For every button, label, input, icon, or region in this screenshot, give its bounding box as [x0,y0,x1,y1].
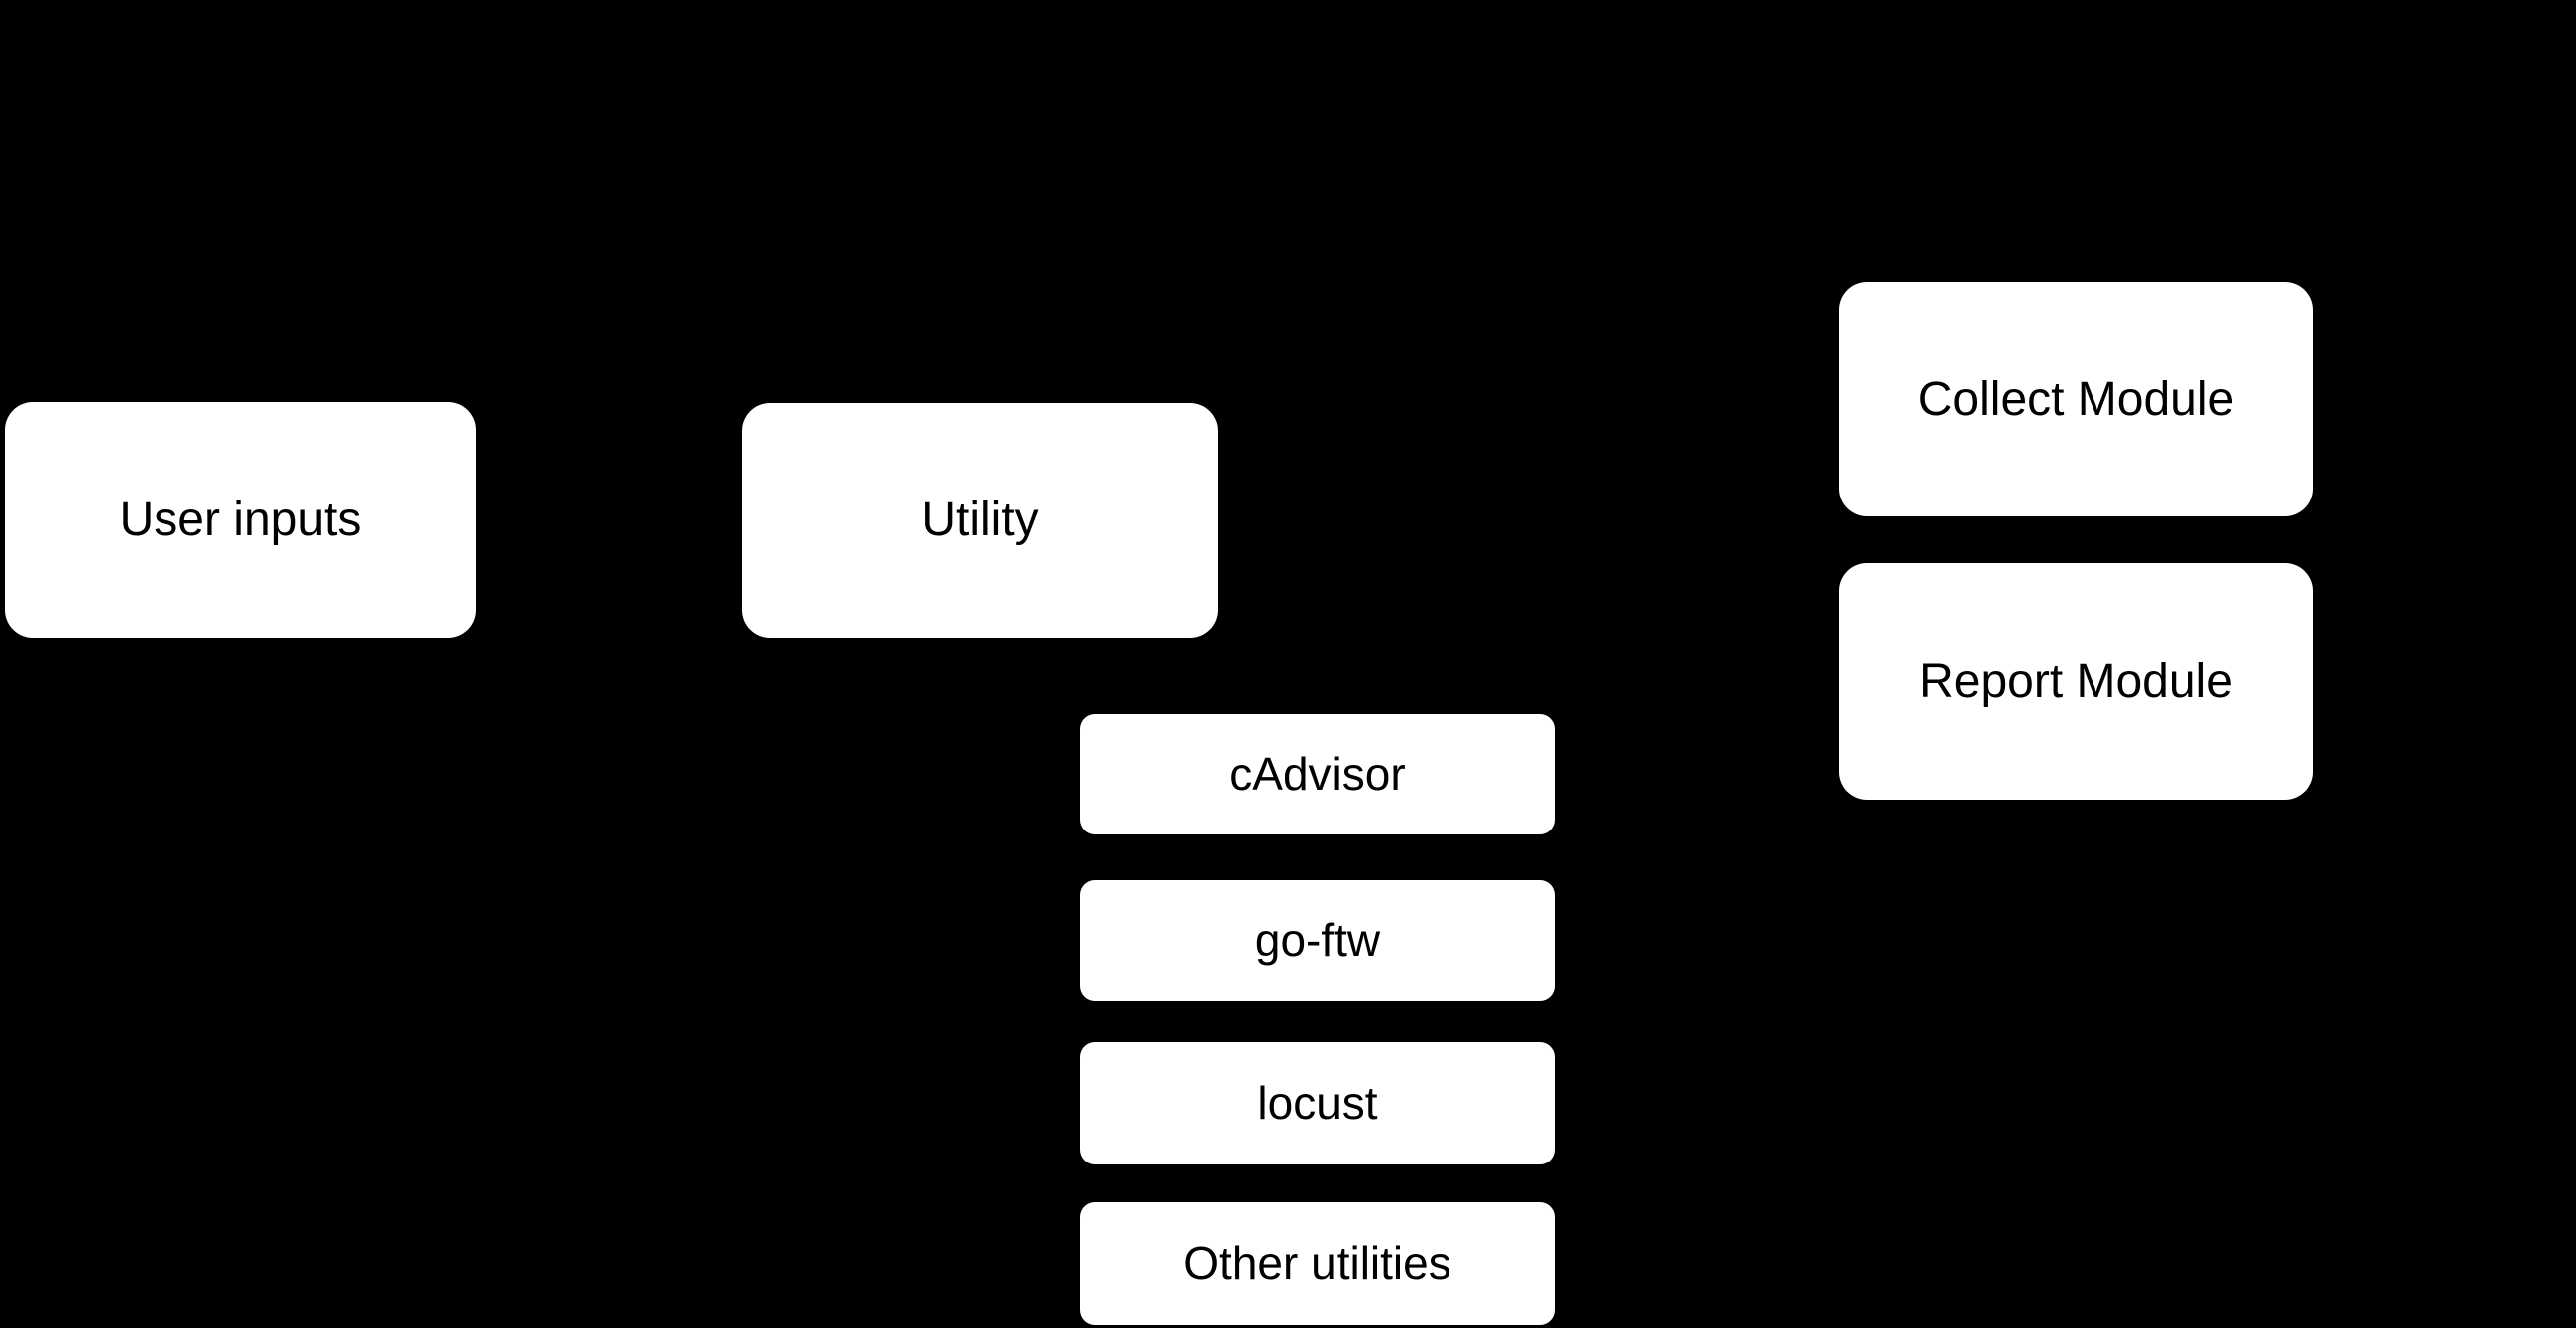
node-go-ftw-label: go-ftw [1254,913,1381,966]
node-other-utilities-label: Other utilities [1183,1236,1451,1289]
node-cadvisor-label: cAdvisor [1229,747,1406,800]
node-locust-label: locust [1257,1076,1378,1129]
node-user-inputs: User inputs [5,402,476,638]
node-utility: Utility [742,403,1218,638]
node-collect-module: Collect Module [1839,282,2313,516]
node-collect-module-label: Collect Module [1917,372,2235,426]
node-other-utilities: Other utilities [1080,1202,1555,1325]
node-utility-label: Utility [921,494,1039,547]
node-user-inputs-label: User inputs [119,493,362,546]
node-go-ftw: go-ftw [1080,880,1555,1001]
node-report-module: Report Module [1839,563,2313,800]
node-report-module-label: Report Module [1919,654,2233,708]
node-cadvisor: cAdvisor [1080,714,1555,834]
node-locust: locust [1080,1042,1555,1164]
